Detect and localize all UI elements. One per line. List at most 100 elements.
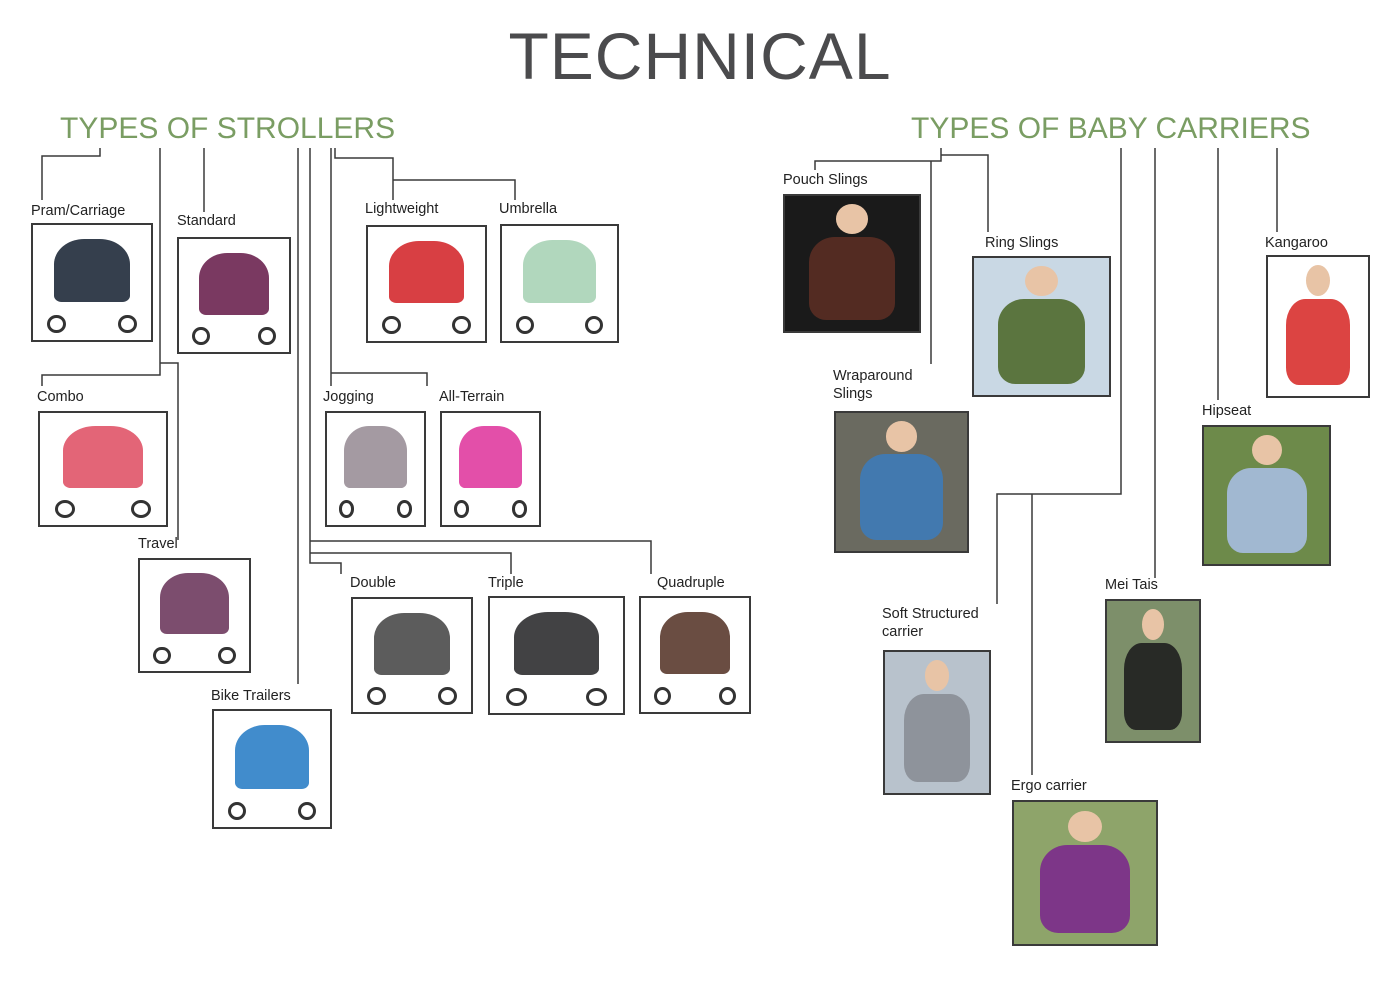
image-standard-stroller — [177, 237, 291, 354]
wheel-shape — [55, 500, 76, 519]
wheel-shape — [218, 646, 236, 665]
stroller-body-shape — [159, 573, 230, 635]
connector-quadruple — [310, 540, 652, 574]
label-bike-trailers: Bike Trailers — [211, 688, 291, 704]
carrier-fabric-shape — [1039, 844, 1131, 933]
wheel-shape — [505, 687, 528, 707]
image-triple-stroller — [488, 596, 625, 715]
wheel-shape — [515, 315, 535, 335]
image-umbrella-stroller — [500, 224, 619, 343]
carrier-fabric-shape — [1286, 298, 1350, 385]
stroller-body-shape — [234, 724, 310, 789]
label-double: Double — [350, 575, 396, 591]
label-mei-tais: Mei Tais — [1105, 577, 1158, 593]
wheel-shape — [192, 327, 210, 346]
wheel-shape — [227, 801, 247, 821]
connector-pouch — [814, 148, 942, 170]
person-head-shape — [1251, 435, 1282, 466]
wheel-shape — [47, 314, 67, 334]
label-kangaroo: Kangaroo — [1265, 235, 1328, 251]
person-head-shape — [1141, 609, 1165, 641]
label-all-terrain: All-Terrain — [439, 389, 505, 405]
label-hipseat: Hipseat — [1202, 403, 1252, 419]
image-quadruple-stroller — [639, 596, 751, 714]
page-title: TECHNICAL — [508, 19, 892, 93]
carrier-fabric-shape — [1123, 643, 1183, 730]
person-head-shape — [835, 204, 869, 234]
wheel-shape — [338, 500, 355, 519]
label-triple: Triple — [488, 575, 524, 591]
carrier-fabric-shape — [998, 299, 1085, 385]
stroller-body-shape — [62, 426, 144, 489]
image-soft-structured-carrier — [883, 650, 991, 795]
label-umbrella: Umbrella — [499, 201, 558, 217]
connector-umbrella — [393, 179, 516, 200]
stroller-body-shape — [198, 252, 270, 315]
image-lightweight-stroller — [366, 225, 487, 343]
person-head-shape — [924, 660, 950, 692]
label-soft-structured-carrier: Soft Structured carrier — [882, 606, 979, 640]
stroller-body-shape — [522, 239, 597, 304]
label-wraparound-slings: Wraparound Slings — [833, 368, 913, 402]
wheel-shape — [153, 646, 171, 665]
image-bike-trailer — [212, 709, 332, 829]
label-pouch-slings: Pouch Slings — [783, 172, 868, 188]
carriers-heading: TYPES OF BABY CARRIERS — [911, 112, 1311, 145]
connector-triple — [310, 552, 512, 574]
wheel-shape — [584, 315, 604, 335]
wheel-shape — [258, 327, 276, 346]
wheel-shape — [452, 315, 471, 335]
wheel-shape — [130, 500, 151, 519]
image-hipseat — [1202, 425, 1331, 566]
image-mei-tai — [1105, 599, 1201, 743]
person-head-shape — [885, 421, 918, 452]
wheel-shape — [437, 687, 457, 706]
person-head-shape — [1025, 266, 1058, 297]
stroller-body-shape — [389, 240, 464, 304]
label-ergo-carrier: Ergo carrier — [1011, 778, 1087, 794]
wheel-shape — [585, 687, 608, 707]
image-wraparound-sling — [834, 411, 969, 553]
label-jogging: Jogging — [323, 389, 374, 405]
image-pouch-sling — [783, 194, 921, 333]
wheel-shape — [396, 500, 413, 519]
label-quadruple: Quadruple — [657, 575, 725, 591]
wheel-shape — [367, 687, 387, 706]
image-ring-sling — [972, 256, 1111, 397]
label-standard: Standard — [177, 213, 236, 229]
wheel-shape — [511, 500, 528, 519]
carrier-fabric-shape — [809, 236, 895, 321]
wheel-shape — [297, 801, 317, 821]
connector-lightweight — [334, 148, 394, 200]
connector-soft — [996, 148, 1122, 604]
image-double-stroller — [351, 597, 473, 714]
wheel-shape — [453, 500, 470, 519]
connector-allterrain — [331, 372, 428, 386]
connector-combo — [41, 148, 161, 386]
connector-ring — [941, 154, 989, 232]
wheel-shape — [382, 315, 401, 335]
wheel-shape — [718, 686, 737, 706]
carrier-fabric-shape — [859, 454, 944, 540]
wheel-shape — [653, 686, 672, 706]
label-pram: Pram/Carriage — [31, 203, 126, 219]
image-all-terrain-stroller — [440, 411, 541, 527]
connector-travel — [160, 362, 179, 540]
stroller-body-shape — [54, 238, 130, 303]
stroller-body-shape — [513, 611, 600, 676]
connector-pram — [41, 148, 101, 200]
label-combo: Combo — [37, 389, 84, 405]
strollers-heading: TYPES OF STROLLERS — [60, 112, 396, 145]
stroller-body-shape — [374, 612, 450, 675]
image-ergo-carrier — [1012, 800, 1158, 946]
stroller-body-shape — [459, 426, 522, 489]
image-combo-stroller — [38, 411, 168, 527]
label-travel: Travel — [138, 536, 178, 552]
wheel-shape — [117, 314, 137, 334]
carrier-fabric-shape — [903, 694, 971, 782]
person-head-shape — [1067, 810, 1103, 842]
stroller-body-shape — [660, 611, 730, 675]
stroller-body-shape — [344, 426, 407, 489]
person-head-shape — [1306, 265, 1330, 296]
